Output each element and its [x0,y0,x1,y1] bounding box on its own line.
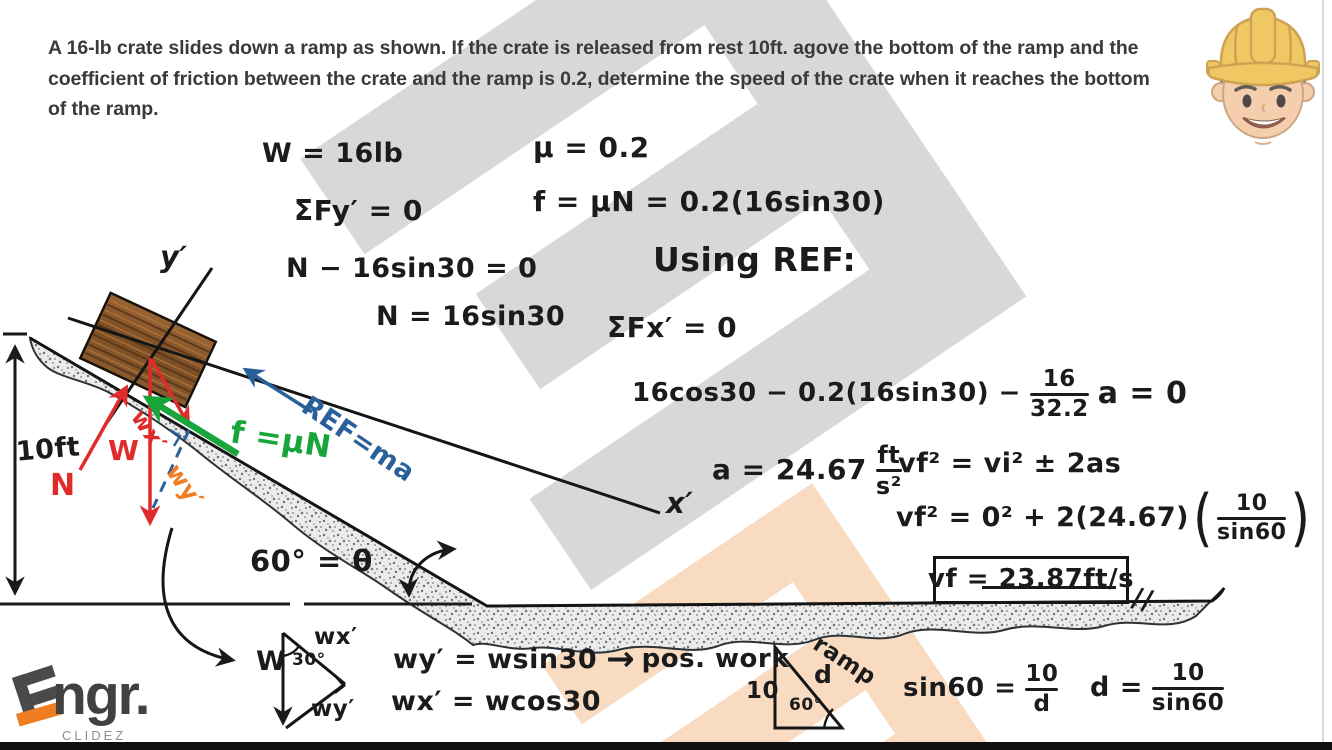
pointer-curve-arrow [161,527,236,667]
eq-acceleration: 16cos30 − 0.2(16sin30) − 16 32.2 a = 0 [632,363,1187,425]
eq-wy-component: wy′ = wsin30 → pos. work [393,639,790,680]
gray-e-watermark [300,0,1027,591]
final-answer: vf = 23.87ft/s [927,564,1135,595]
heading-using-ref: Using REF: [653,240,857,279]
weight-arrow-label: W [108,434,140,467]
eq-weight: W = 16lb [262,138,404,169]
x-axis-label: x′ [666,486,694,520]
eq-acceleration-value: a = 24.67 ft s² [712,438,902,502]
final-answer-box: vf = 23.87ft/s [928,556,1134,604]
angle-label: 60° = θ [250,544,373,578]
crate [78,291,218,409]
distance-value-fraction: 10 sin60 [1151,659,1225,716]
normal-arrow-label: N [50,468,76,503]
tri-wy-label: wy′ [311,696,355,722]
avatar-eye-left [1242,94,1252,108]
tri-angle-label: 30° [292,650,326,670]
slide-right-border [1322,0,1324,750]
avatar-nose [1261,103,1266,114]
component-right-angle-mark [169,428,182,447]
eq-substitution: vf² = 0² + 2(24.67) ( 10 sin60 ) [896,484,1310,552]
eq-sum-fy: ΣFy′ = 0 [294,194,423,227]
friction-arrow [142,395,240,457]
open-paren: ( [1193,481,1214,554]
avatar-chin-line [1254,141,1272,145]
force-arrows [78,358,313,527]
sin60-fraction: 10 d [1025,660,1059,717]
mass-fraction: 16 32.2 [1029,365,1089,422]
logo-orange-stroke [16,701,64,727]
eq-distance: d = 10 sin60 [1090,659,1225,716]
problem-statement: A 16-lb crate slides down a ramp as show… [48,37,1150,120]
engr-logo-glyph-icon [12,665,64,727]
eq-normal: N − 16sin30 = 0 [286,253,538,284]
ramp-triangle [773,642,846,730]
close-paren: ) [1290,481,1311,554]
eq-wx-component: wx′ = wcos30 [391,686,602,717]
x-prime-axis [67,316,661,515]
y-axis-label: y′ [160,240,188,274]
pos-work-arrow: → [606,639,634,680]
eq-substitution-left: vf² = 0² + 2(24.67) [896,501,1189,533]
distance-fraction: 10 sin60 [1217,490,1287,545]
angle-arc [398,540,457,598]
height-label: 10ft [14,431,82,468]
eq-acceleration-right: a = 0 [1097,376,1188,412]
ramp-tri-height-label: 10 [746,678,780,704]
eq-mu: μ = 0.2 [533,131,650,164]
engineer-avatar [1206,7,1320,145]
avatar-eye-right [1276,94,1286,108]
avatar-brow-left [1234,85,1257,92]
logo-wordmark: ngr. [52,663,151,727]
ramp-tri-hyp-label: d [814,660,833,689]
pos-work-note: pos. work [641,644,790,675]
wy-dashed-line [151,429,191,509]
ramp-surface [28,336,1226,654]
component-triangle [273,631,346,730]
eq-friction: f = μN = 0.2(16sin30) [533,185,885,218]
eq-sin60: sin60 = 10 d [903,660,1059,717]
answer-underline [982,586,1116,589]
eq-acceleration-value-left: a = 24.67 [712,453,867,487]
eq-acceleration-left: 16cos30 − 0.2(16sin30) − [632,378,1021,409]
tri-w-label: W [256,646,287,677]
accel-units-fraction: ft s² [875,440,902,500]
avatar-helmet-brim [1207,61,1319,87]
ramp-tri-angle-label: 60° [789,695,823,715]
avatar-helmet-ridge [1249,7,1277,65]
logo-subtitle: CLIDEZ [62,728,127,743]
avatar-brow-right [1269,85,1292,92]
eq-kinematics: vf² = vi² ± 2as [898,448,1122,479]
wx-component-arrow [150,359,191,428]
bottom-bar [0,742,1332,750]
height-dimension-arrow [3,332,27,596]
normal-arrow [78,384,129,471]
ref-arrow [242,367,313,414]
tri-wx-label: wx′ [314,624,358,650]
avatar-teeth [1247,119,1281,125]
eq-sum-fx: ΣFx′ = 0 [607,311,738,344]
eq-normal-value: N = 16sin30 [376,301,566,332]
